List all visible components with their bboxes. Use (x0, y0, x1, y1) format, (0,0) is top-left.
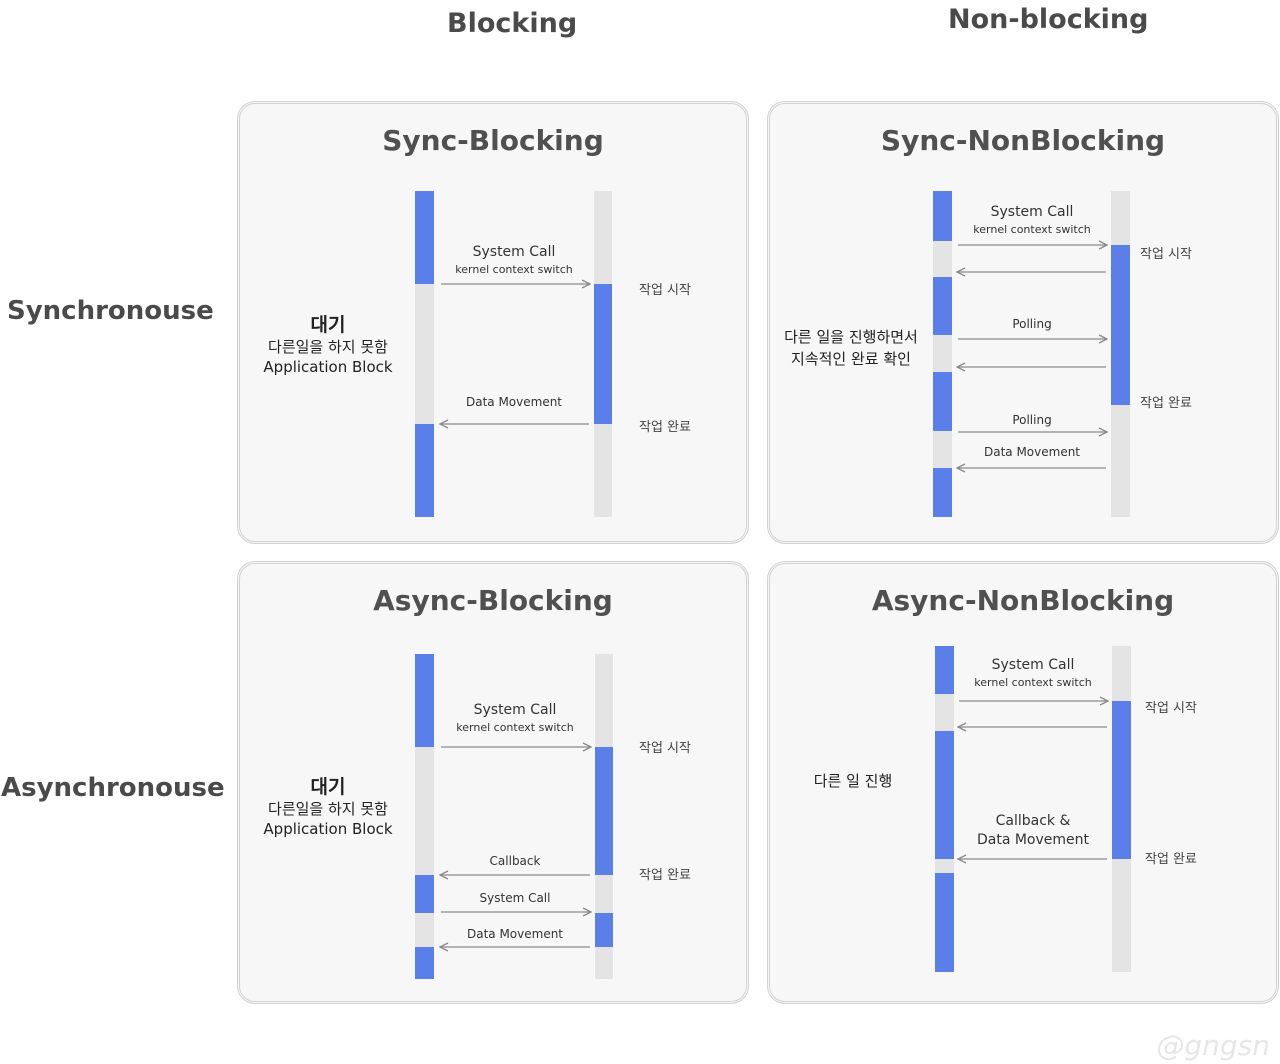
data-movement-label: Data Movement (983, 445, 1081, 459)
kernel-switch-label: kernel context switch (973, 223, 1091, 236)
app-bar-active (933, 372, 952, 431)
app-bar-idle (935, 694, 954, 731)
done-label: 작업 완료 (639, 868, 691, 883)
start-label: 작업 시작 (639, 283, 691, 298)
system-call-label: System Call (991, 657, 1075, 673)
kernel-bar-idle (595, 947, 613, 979)
system-call-label: System Call (990, 204, 1074, 220)
data-movement-label: Data Movement (465, 395, 563, 409)
column-header-blocking: Blocking (447, 8, 578, 39)
wait-desc-line2: Application Block (263, 358, 393, 376)
kernel-bar-idle (1112, 859, 1131, 972)
kernel-bar-active (1112, 701, 1131, 859)
app-bar-active (933, 277, 952, 335)
app-bar-active (415, 424, 434, 517)
kernel-switch-label: kernel context switch (974, 676, 1092, 689)
polling-label: Polling (1012, 413, 1052, 427)
panel-async-nonblocking: Async-NonBlocking (767, 561, 1279, 1004)
done-label: 작업 완료 (1145, 852, 1197, 867)
app-bar-active (415, 191, 434, 284)
app-bar-idle (415, 747, 434, 875)
app-bar-active (935, 646, 954, 694)
system-call-label: System Call (473, 702, 557, 718)
system-call-label-2: System Call (479, 891, 551, 905)
kernel-bar-idle (594, 424, 612, 517)
kernel-switch-label: kernel context switch (455, 263, 573, 276)
start-label: 작업 시작 (1145, 701, 1197, 716)
wait-desc-line1: 다른일을 하지 못함 (268, 800, 388, 818)
data-movement-label: Data Movement (976, 832, 1090, 848)
desc-line1: 다른 일을 진행하면서 (784, 328, 918, 346)
callback-label: Callback & (995, 813, 1071, 829)
kernel-bar-idle (1111, 405, 1130, 517)
kernel-bar-idle (1111, 191, 1130, 245)
kernel-bar-idle (595, 654, 613, 747)
app-bar-idle (933, 335, 952, 372)
app-bar-idle (415, 284, 434, 424)
app-bar-active (933, 468, 952, 517)
kernel-bar-idle (595, 875, 613, 913)
callback-label: Callback (489, 854, 541, 868)
app-bar-active (935, 873, 954, 972)
kernel-bar-active (595, 747, 613, 875)
done-label: 작업 완료 (1140, 396, 1192, 411)
app-bar-idle (933, 431, 952, 468)
kernel-bar-active (594, 284, 612, 424)
data-movement-label: Data Movement (466, 927, 564, 941)
panel-sync-blocking: Sync-Blocking (237, 101, 749, 544)
app-bar-active (935, 731, 954, 859)
app-bar-idle (415, 913, 434, 947)
panel-title: Async-NonBlocking (871, 584, 1175, 617)
panel-async-blocking: Async-Blocking (237, 561, 749, 1004)
column-header-nonblocking: Non-blocking (948, 4, 1149, 35)
row-header-sync: Synchronouse (7, 296, 214, 326)
wait-title: 대기 (310, 776, 346, 798)
app-bar-active (415, 654, 434, 747)
app-bar-active (933, 191, 952, 241)
start-label: 작업 시작 (1140, 247, 1192, 262)
app-bar-active (415, 875, 434, 913)
watermark: @gngsn (1156, 1029, 1270, 1062)
wait-desc-line2: Application Block (263, 820, 393, 838)
app-bar-idle (935, 859, 954, 873)
desc-label: 다른 일 진행 (813, 772, 893, 790)
panel-title: Sync-NonBlocking (880, 124, 1166, 157)
kernel-switch-label: kernel context switch (456, 721, 574, 734)
wait-title: 대기 (310, 314, 346, 336)
kernel-bar-active (595, 913, 613, 947)
kernel-bar-idle (1112, 646, 1131, 701)
polling-label: Polling (1012, 317, 1052, 331)
panel-title: Sync-Blocking (382, 124, 604, 157)
app-bar-active (415, 947, 434, 979)
panel-title: Async-Blocking (373, 584, 613, 617)
system-call-label: System Call (472, 244, 556, 260)
desc-line2: 지속적인 완료 확인 (791, 350, 911, 368)
kernel-bar-active (1111, 245, 1130, 405)
done-label: 작업 완료 (639, 420, 691, 435)
start-label: 작업 시작 (639, 741, 691, 756)
app-bar-idle (933, 241, 952, 277)
row-header-async: Asynchronouse (1, 773, 225, 803)
panel-sync-nonblocking: Sync-NonBlocking (767, 101, 1279, 544)
wait-desc-line1: 다른일을 하지 못함 (268, 338, 388, 356)
kernel-bar-idle (594, 191, 612, 284)
